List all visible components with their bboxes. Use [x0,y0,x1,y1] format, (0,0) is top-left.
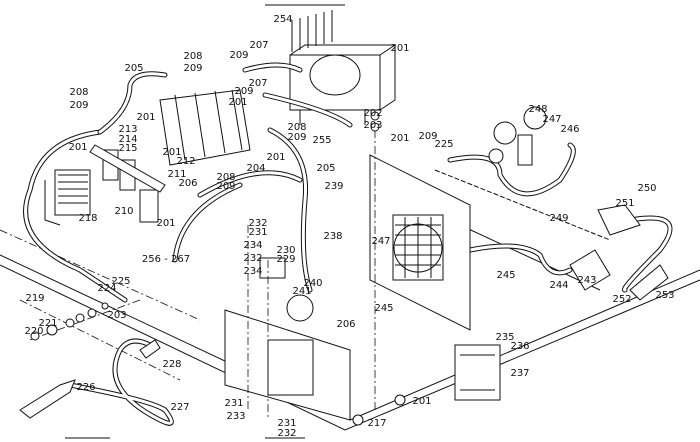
part-label-224: 224 [97,283,116,294]
part-labels: 2542012072092082092052072092012082092012… [24,14,674,439]
side-panel-fan [369,154,471,331]
part-label-201: 201 [390,43,409,54]
part-label-218: 218 [78,213,97,224]
part-label-241: 241 [292,286,311,297]
part-label-208: 208 [69,87,88,98]
pressure-regulator-248 [488,106,547,166]
part-label-208: 208 [287,122,306,133]
part-label-208: 208 [183,51,202,62]
part-label-229: 229 [276,254,295,265]
part-label-251: 251 [615,198,634,209]
part-label-247: 247 [542,114,561,125]
part-label-205: 205 [124,63,143,74]
part-label-201: 201 [228,97,247,108]
part-label-214: 214 [118,134,137,145]
part-label-225: 225 [111,276,130,287]
capacitors-210 [89,144,166,223]
part-label-232: 232 [243,253,262,264]
part-label-213: 213 [118,124,137,135]
part-label-227: 227 [170,402,189,413]
part-label-231: 231 [277,418,296,429]
part-label-249: 249 [549,213,568,224]
part-label-203: 203 [363,120,382,131]
choke-218 [44,169,91,226]
cables [23,62,673,426]
part-label-232: 232 [248,218,267,229]
part-label-234: 234 [243,266,262,277]
part-label-217: 217 [367,418,386,429]
part-label-201: 201 [136,112,155,123]
work-clamp-226 [19,339,161,419]
part-label-201: 201 [390,133,409,144]
part-label-207: 207 [249,40,268,51]
part-label-202: 202 [363,108,382,119]
part-label-236: 236 [510,341,529,352]
part-label-204: 204 [246,163,265,174]
part-label-201: 201 [68,142,87,153]
part-label-231: 231 [224,398,243,409]
part-label-201: 201 [266,152,285,163]
part-label-233: 233 [226,411,245,422]
hardware-stack [29,111,406,426]
part-label-206: 206 [336,319,355,330]
part-label-238: 238 [323,231,342,242]
part-label-208: 208 [216,172,235,183]
part-label-219: 219 [25,293,44,304]
part-label-226: 226 [76,382,95,393]
part-label-247: 247 [371,236,390,247]
part-label-232: 232 [277,428,296,439]
part-label-244: 244 [549,280,568,291]
part-label-253: 253 [655,290,674,301]
part-label-209: 209 [69,100,88,111]
part-label-209: 209 [418,131,437,142]
part-label-212: 212 [176,156,195,167]
transformer-254 [289,10,397,125]
part-label-209: 209 [183,63,202,74]
part-label-250: 250 [637,183,656,194]
part-label-209: 209 [287,132,306,143]
part-label-201: 201 [162,147,181,158]
frame-lines [65,4,345,439]
part-label-210: 210 [114,206,133,217]
part-label-245: 245 [496,270,515,281]
part-label-205: 205 [316,163,335,174]
part-label-248: 248 [528,104,547,115]
part-label-215: 215 [118,143,137,154]
part-label-209: 209 [216,181,235,192]
rectifier-heatsink-204 [159,89,251,166]
part-label-255: 255 [312,135,331,146]
part-label-237: 237 [510,368,529,379]
front-panel [224,257,351,421]
part-label-234: 234 [243,240,262,251]
part-label-221: 221 [38,318,57,329]
part-label-220: 220 [24,326,43,337]
part-label-252: 252 [612,294,631,305]
part-label-231: 231 [248,227,267,238]
part-label-203: 203 [107,310,126,321]
part-label-207: 207 [248,78,267,89]
part-label-206: 206 [178,178,197,189]
part-label-209: 209 [229,50,248,61]
part-label-225: 225 [434,139,453,150]
part-label-245: 245 [374,303,393,314]
gas-hose-chain-249 [434,169,611,241]
part-label-211: 211 [167,169,186,180]
part-label-256-267: 256 - 267 [142,254,190,265]
part-label-209: 209 [234,86,253,97]
part-label-201: 201 [156,218,175,229]
part-label-243: 243 [577,275,596,286]
part-label-201: 201 [412,396,431,407]
part-label-230: 230 [276,245,295,256]
part-label-254: 254 [273,14,292,25]
part-label-228: 228 [162,359,181,370]
part-label-240: 240 [303,278,322,289]
part-label-235: 235 [495,332,514,343]
part-label-239: 239 [324,181,343,192]
plugs-243-251-253 [569,204,669,301]
mains-transformer-235 [454,344,501,401]
part-label-246: 246 [560,124,579,135]
